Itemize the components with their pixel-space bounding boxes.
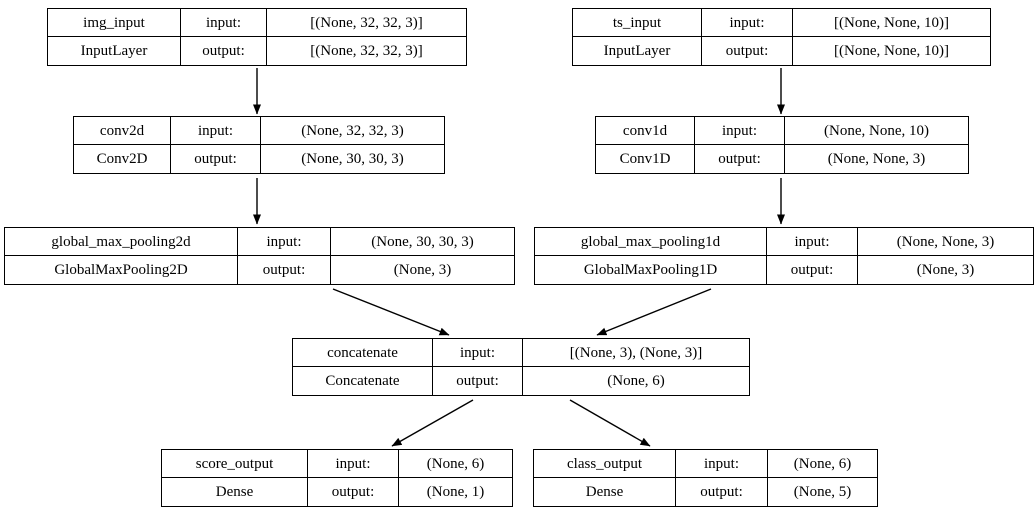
input-label: input: <box>702 9 793 37</box>
layer-type: InputLayer <box>48 37 181 65</box>
output-shape: [(None, None, 10)] <box>834 43 949 59</box>
layer-type: Conv1D <box>596 145 695 173</box>
input-shape: (None, None, 10) <box>785 117 968 145</box>
layer-type: GlobalMaxPooling1D <box>535 256 767 284</box>
edge-global_max_pooling1d-concatenate <box>596 288 712 336</box>
node-score_output: score_output input: (None, 6) Dense outp… <box>161 449 513 507</box>
input-shape: (None, 32, 32, 3) <box>261 117 444 145</box>
layer-name: concatenate <box>293 339 433 367</box>
layer-type: Dense <box>162 478 308 506</box>
layer-type: Dense <box>534 478 676 506</box>
layer-name: img_input <box>48 9 181 37</box>
input-shape: [(None, None, 10)] <box>793 9 990 37</box>
output-shape: (None, 1) <box>426 484 485 500</box>
input-label: input: <box>171 117 261 145</box>
output-label: output: <box>702 37 793 65</box>
output-label: output: <box>767 256 858 284</box>
output-label: output: <box>238 256 331 284</box>
output-shape: (None, None, 3) <box>827 151 926 167</box>
layer-name: global_max_pooling2d <box>5 228 238 256</box>
input-label: input: <box>433 339 523 367</box>
layer-name: score_output <box>162 450 308 478</box>
edge-global_max_pooling2d-concatenate <box>332 288 450 336</box>
node-img_input: img_input input: [(None, 32, 32, 3)] Inp… <box>47 8 467 66</box>
output-shape: (None, 6) <box>607 373 665 389</box>
output-label: output: <box>695 145 785 173</box>
output-label: output: <box>433 367 523 395</box>
layer-name: class_output <box>534 450 676 478</box>
input-label: input: <box>308 450 399 478</box>
output-label: output: <box>676 478 768 506</box>
output-label: output: <box>171 145 261 173</box>
layer-name: global_max_pooling1d <box>535 228 767 256</box>
edge-concatenate-class_output <box>569 399 651 447</box>
node-ts_input: ts_input input: [(None, None, 10)] Input… <box>572 8 991 66</box>
input-label: input: <box>695 117 785 145</box>
layer-type: Conv2D <box>74 145 171 173</box>
output-shape: (None, 3) <box>393 262 452 278</box>
node-global_max_pooling1d: global_max_pooling1d input: (None, None,… <box>534 227 1034 285</box>
output-shape: (None, 5) <box>793 484 852 500</box>
layer-name: conv2d <box>74 117 171 145</box>
output-label: output: <box>308 478 399 506</box>
output-label: output: <box>181 37 267 65</box>
input-shape: [(None, 32, 32, 3)] <box>267 9 466 37</box>
node-global_max_pooling2d: global_max_pooling2d input: (None, 30, 3… <box>4 227 515 285</box>
layer-type: GlobalMaxPooling2D <box>5 256 238 284</box>
input-shape: (None, 6) <box>768 450 877 478</box>
layer-type: InputLayer <box>573 37 702 65</box>
layer-name: ts_input <box>573 9 702 37</box>
input-label: input: <box>238 228 331 256</box>
edge-concatenate-score_output <box>391 399 474 447</box>
node-conv2d: conv2d input: (None, 32, 32, 3) Conv2D o… <box>73 116 445 174</box>
node-class_output: class_output input: (None, 6) Dense outp… <box>533 449 878 507</box>
node-concatenate: concatenate input: [(None, 3), (None, 3)… <box>292 338 750 396</box>
input-shape: (None, 6) <box>399 450 512 478</box>
node-conv1d: conv1d input: (None, None, 10) Conv1D ou… <box>595 116 969 174</box>
layer-name: conv1d <box>596 117 695 145</box>
input-shape: [(None, 3), (None, 3)] <box>523 339 749 367</box>
output-shape: (None, 30, 30, 3) <box>301 151 404 167</box>
input-label: input: <box>676 450 768 478</box>
input-shape: (None, None, 3) <box>858 228 1033 256</box>
input-label: input: <box>181 9 267 37</box>
output-shape: (None, 3) <box>916 262 975 278</box>
input-shape: (None, 30, 30, 3) <box>331 228 514 256</box>
input-label: input: <box>767 228 858 256</box>
output-shape: [(None, 32, 32, 3)] <box>310 43 423 59</box>
layer-type: Concatenate <box>293 367 433 395</box>
